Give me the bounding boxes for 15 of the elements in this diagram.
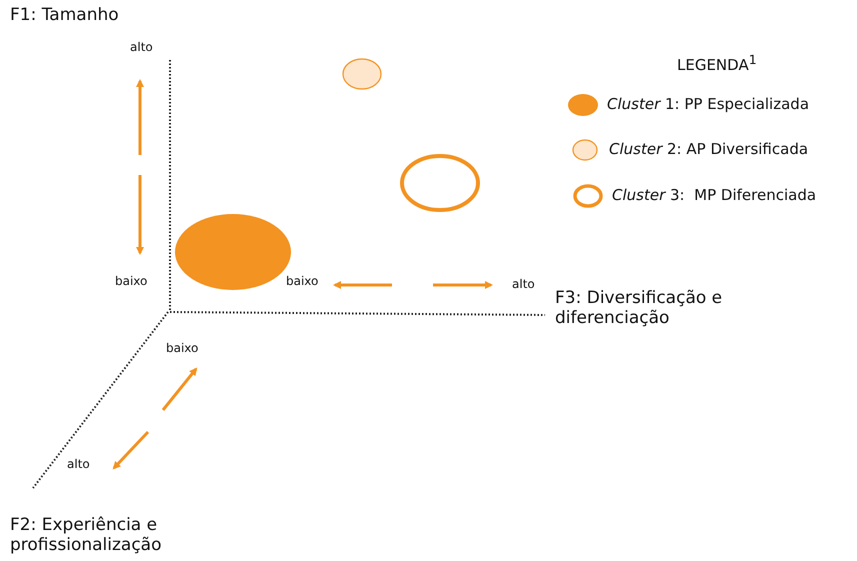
axis-end-label: baixo — [166, 341, 198, 355]
axis-title: F1: Tamanho — [10, 5, 120, 25]
axis-end-label: baixo — [115, 274, 148, 288]
axis-end-label: alto — [67, 457, 90, 471]
axis-end-label: baixo — [286, 274, 318, 288]
legend-label: Cluster 2: AP Diversificada — [609, 140, 808, 158]
axis-title: F2: Experiência e profissionalização — [10, 515, 162, 555]
legend-label: Cluster 3: MP Diferenciada — [612, 186, 816, 204]
cluster-ellipse — [342, 58, 382, 90]
axis-end-label: alto — [512, 277, 535, 291]
cluster-ellipse — [400, 154, 480, 212]
axis-end-label: alto — [130, 40, 153, 54]
axis-title: F3: Diversificação e diferenciação — [555, 288, 724, 328]
legend-label: Cluster 1: PP Especializada — [607, 95, 810, 113]
legend-title: LEGENDA$^{1}$ — [677, 52, 757, 74]
